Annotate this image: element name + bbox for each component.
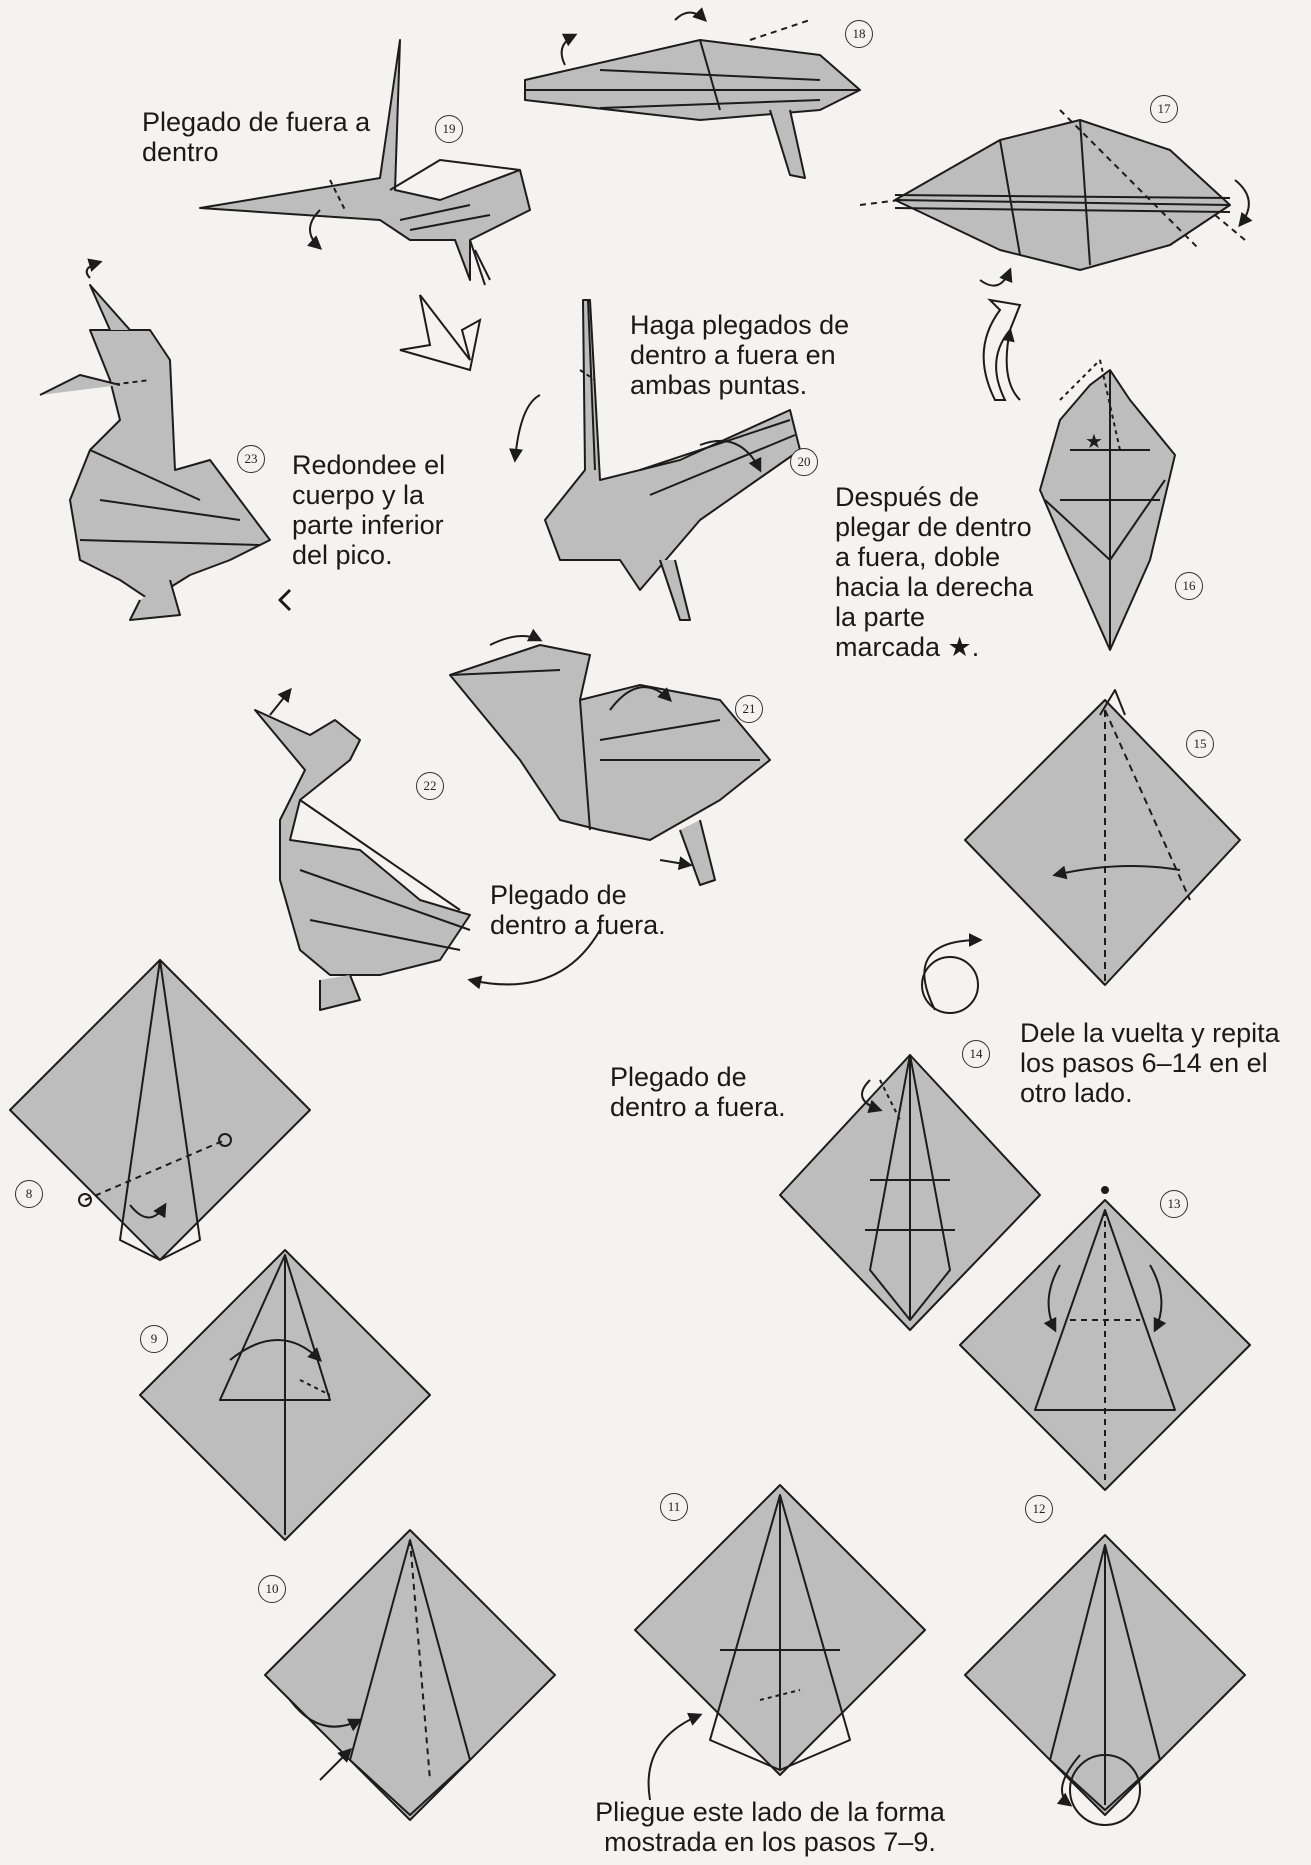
step-number-14: 14	[962, 1040, 990, 1068]
instruction-step-19: Plegado de fuera a dentro	[142, 107, 382, 167]
step-number-23: 23	[237, 445, 265, 473]
instruction-step-11: Pliegue este lado de la forma mostrada e…	[570, 1797, 970, 1857]
step-8-figure	[10, 960, 310, 1260]
step-number-8: 8	[15, 1180, 43, 1208]
step-number-22: 22	[416, 772, 444, 800]
instruction-step-20: Haga plegados de dentro a fuera en ambas…	[630, 310, 880, 400]
instruction-step-14-turn: Dele la vuelta y repita los pasos 6–14 e…	[1020, 1018, 1310, 1108]
step-number-21: 21	[735, 695, 763, 723]
step-number-19: 19	[435, 115, 463, 143]
step-number-10: 10	[258, 1575, 286, 1603]
step-number-11: 11	[660, 1493, 688, 1521]
step-number-20: 20	[790, 448, 818, 476]
step-21-figure	[450, 636, 770, 885]
instruction-step-14-sink: Plegado de dentro a fuera.	[610, 1062, 820, 1122]
step-23-figure	[40, 262, 290, 620]
step-9-figure	[140, 1250, 430, 1540]
instruction-step-23: Redondee el cuerpo y la parte inferior d…	[292, 450, 482, 570]
instruction-step-16: Después de plegar de dentro a fuera, dob…	[835, 482, 1035, 662]
step-10-figure	[265, 1530, 555, 1820]
step-number-15: 15	[1186, 730, 1214, 758]
step-number-12: 12	[1025, 1495, 1053, 1523]
step-number-18: 18	[845, 20, 873, 48]
step-number-9: 9	[140, 1325, 168, 1353]
step-number-17: 17	[1150, 95, 1178, 123]
step-number-16: 16	[1175, 572, 1203, 600]
step-18-figure	[525, 13, 860, 179]
step-12-figure	[965, 1535, 1245, 1825]
step-17-figure	[860, 110, 1249, 286]
step-11-figure	[635, 1485, 925, 1800]
instruction-step-22: Plegado de dentro a fuera.	[490, 880, 700, 940]
svg-text:★: ★	[1085, 431, 1103, 453]
step-number-13: 13	[1160, 1190, 1188, 1218]
